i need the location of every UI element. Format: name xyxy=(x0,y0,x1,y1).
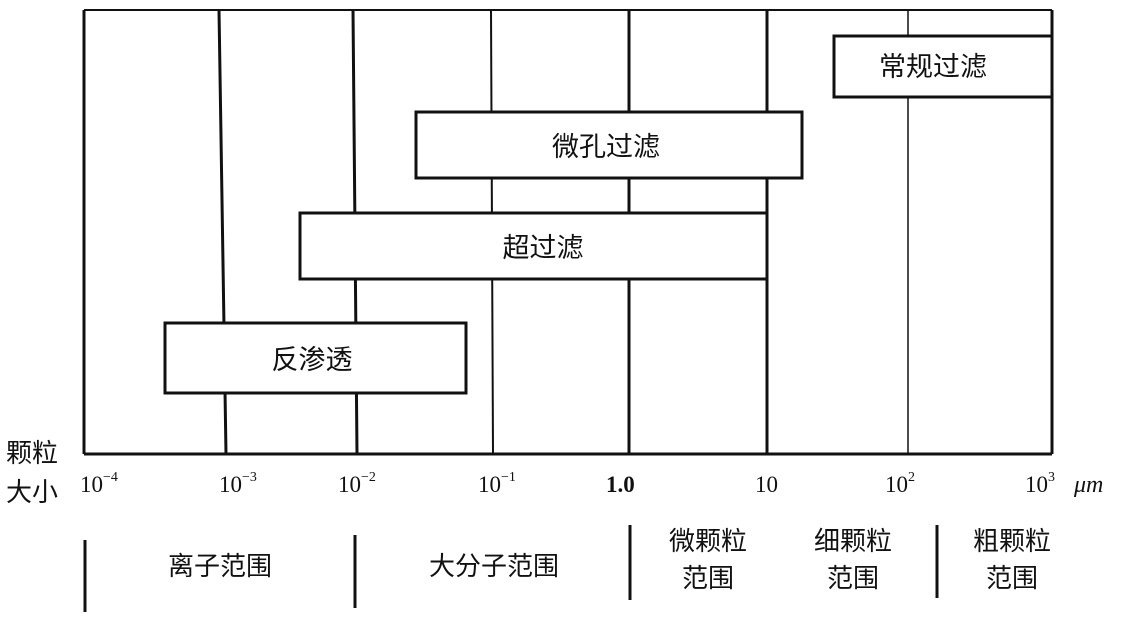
tick-label-1e-3: 10−3 xyxy=(219,470,257,497)
range-label-micro-particle-line2: 范围 xyxy=(682,564,734,594)
range-separators xyxy=(83,525,939,612)
tick-label-1e-4: 10−4 xyxy=(80,470,118,497)
range-label-coarse-particle-line1: 粗颗粒 xyxy=(973,527,1051,557)
bar-reverse-osmosis: 反渗透 xyxy=(163,321,468,395)
bar-label: 反渗透 xyxy=(272,345,353,376)
tick-label-1e0: 1.0 xyxy=(606,472,635,497)
tick-label-1e3: 103 xyxy=(1025,470,1055,497)
range-label-macromolecule: 大分子范围 xyxy=(429,552,559,582)
bar-box xyxy=(298,211,769,281)
axis-label-line1: 颗粒 xyxy=(6,439,58,469)
tick-label-1e2: 102 xyxy=(885,470,915,497)
bar-label: 超过滤 xyxy=(503,233,584,264)
range-label-ion: 离子范围 xyxy=(168,552,272,582)
tick-label-1e1: 10 xyxy=(755,472,778,497)
range-label-fine-particle-line2: 范围 xyxy=(827,564,879,594)
bar-label: 微孔过滤 xyxy=(552,132,660,163)
axis-unit: μm xyxy=(1073,472,1103,498)
bar-box xyxy=(163,321,468,395)
bar-conventional-filtration: 常规过滤 xyxy=(832,34,1054,99)
range-labels: 离子范围 大分子范围 微颗粒 范围 细颗粒 范围 粗颗粒 范围 xyxy=(168,527,1051,594)
bar-box xyxy=(832,34,1054,99)
tick-labels: 10−4 10−3 10−2 10−1 1.0 10 102 103 μm xyxy=(80,470,1103,498)
range-label-fine-particle-line1: 细颗粒 xyxy=(814,527,892,557)
bar-box xyxy=(414,110,804,180)
process-bars: 常规过滤 微孔过滤 超过滤 反渗透 xyxy=(163,34,1054,395)
range-label-coarse-particle-line2: 范围 xyxy=(986,564,1038,594)
axis-label-line2: 大小 xyxy=(6,478,58,508)
bar-ultrafiltration: 超过滤 xyxy=(298,211,769,281)
bar-microfiltration: 微孔过滤 xyxy=(414,110,804,180)
bar-label: 常规过滤 xyxy=(879,52,987,83)
tick-label-1e-2: 10−2 xyxy=(338,470,376,497)
tick-label-1e-1: 10−1 xyxy=(478,470,516,497)
range-label-micro-particle-line1: 微颗粒 xyxy=(669,527,747,557)
